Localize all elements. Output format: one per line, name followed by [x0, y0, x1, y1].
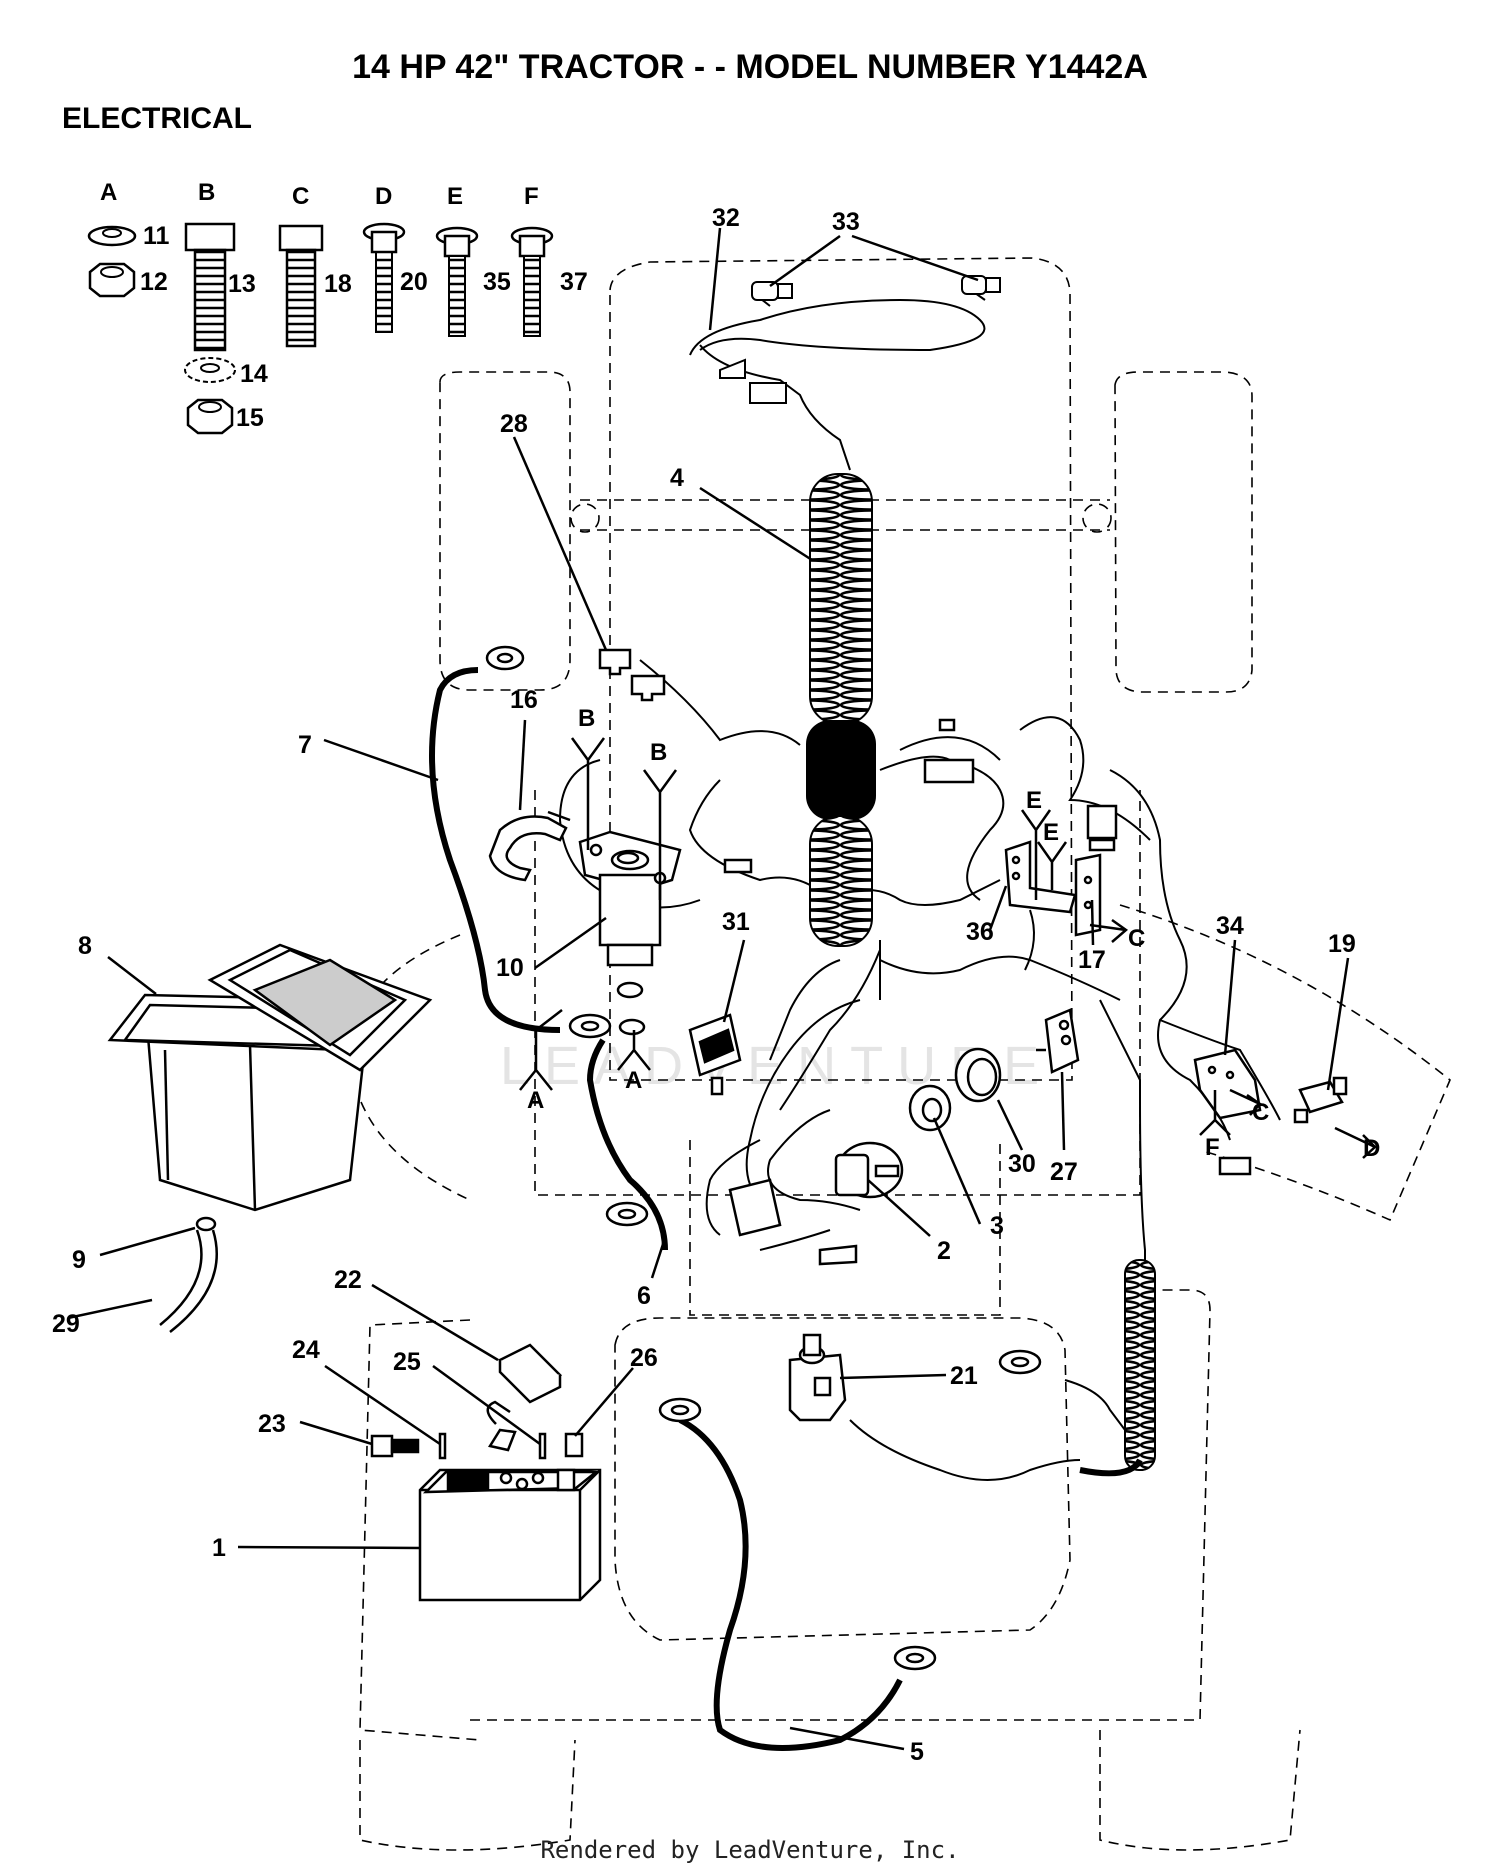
callout-17: 17 — [1078, 946, 1106, 974]
callout-24: 24 — [292, 1336, 320, 1364]
bracket-34 — [1193, 1048, 1262, 1176]
mount-letter: A — [527, 1087, 544, 1114]
bracket-17 — [1074, 853, 1102, 937]
part-number: 18 — [324, 270, 352, 298]
switch-21 — [788, 1333, 847, 1422]
switch-19 — [1293, 1076, 1348, 1124]
ignition-switch-2 — [728, 1141, 904, 1237]
screw-35 — [435, 226, 479, 337]
lock-washer-14 — [184, 357, 236, 383]
mount-letter: B — [578, 705, 595, 732]
battery-cables — [429, 667, 903, 1751]
rear-coil — [1079, 1259, 1156, 1477]
bolt-18 — [278, 224, 324, 348]
callout-19: 19 — [1328, 930, 1356, 958]
flat-washer-11 — [87, 225, 137, 247]
bolt-13 — [184, 222, 236, 352]
mount-letter: E — [1026, 787, 1042, 814]
cable-terminals — [485, 645, 1042, 1671]
lock-nut-15 — [186, 398, 234, 435]
connectors-28 — [598, 648, 1118, 874]
part-number: 37 — [560, 268, 588, 296]
page-title: 14 HP 42" TRACTOR - - MODEL NUMBER Y1442… — [352, 48, 1148, 86]
callout-2: 2 — [937, 1237, 951, 1265]
switch-31 — [688, 1013, 742, 1096]
part-number: 14 — [240, 360, 268, 388]
callout-4: 4 — [670, 464, 684, 492]
part-number: 11 — [143, 222, 170, 250]
callout-6: 6 — [637, 1282, 651, 1310]
part-number: 35 — [483, 268, 511, 296]
hardware-labels: A B C D E F 11 12 13 14 15 18 20 35 37 — [100, 179, 588, 432]
callout-3: 3 — [990, 1212, 1004, 1240]
wiring-harness — [558, 287, 1281, 1481]
hardware-letter: D — [375, 183, 392, 210]
callout-28: 28 — [500, 410, 528, 438]
nut-3 — [908, 1084, 952, 1132]
hardware-legend — [87, 222, 554, 435]
callout-16: 16 — [510, 686, 538, 714]
tractor-outline — [349, 257, 1451, 1851]
part-number: 12 — [140, 268, 168, 296]
mount-letter: A — [625, 1067, 642, 1094]
section-title: ELECTRICAL — [62, 102, 252, 135]
callout-21: 21 — [950, 1362, 978, 1390]
mount-letter: B — [650, 739, 667, 766]
hardware-letter: E — [447, 183, 463, 210]
callout-5: 5 — [910, 1738, 924, 1766]
drain-hose-29 — [159, 1216, 218, 1333]
callout-1: 1 — [212, 1534, 226, 1562]
hardware-letter: B — [198, 179, 215, 206]
callout-9: 9 — [72, 1246, 86, 1274]
screw-20 — [362, 222, 406, 333]
relay-27 — [1036, 1008, 1080, 1074]
part-number: 20 — [400, 268, 428, 296]
mount-symbols — [519, 737, 1377, 1159]
headlight-bulbs-33 — [751, 275, 1001, 301]
callout-8: 8 — [78, 932, 92, 960]
battery-1 — [418, 1468, 602, 1602]
mount-letter: C — [1252, 1099, 1269, 1126]
callout-10: 10 — [496, 954, 524, 982]
footer-credit: Rendered by LeadVenture, Inc. — [540, 1836, 960, 1864]
mount-letter: D — [1363, 1135, 1380, 1162]
callout-26: 26 — [630, 1344, 658, 1372]
screw-37 — [510, 226, 554, 337]
callout-25: 25 — [393, 1348, 421, 1376]
callout-31: 31 — [722, 908, 750, 936]
bezel-30 — [954, 1047, 1002, 1103]
callout-27: 27 — [1050, 1158, 1078, 1186]
callout-33: 33 — [832, 208, 860, 236]
battery-tray-8 — [107, 943, 433, 1212]
conduit-4 — [806, 473, 876, 947]
mount-letter-labels: B B A A E E C C F D — [527, 705, 1380, 1162]
hex-nut-12 — [88, 262, 136, 298]
bracket-36 — [1004, 840, 1077, 914]
callout-29: 29 — [52, 1310, 80, 1338]
part-number: 15 — [236, 404, 264, 432]
callout-34: 34 — [1216, 912, 1244, 940]
callout-7: 7 — [298, 731, 312, 759]
hardware-letter: F — [524, 183, 539, 210]
leader-lines — [67, 227, 1350, 1751]
hardware-letter: C — [292, 183, 309, 210]
mount-letter: C — [1128, 925, 1145, 952]
callout-22: 22 — [334, 1266, 362, 1294]
callout-labels: 1 2 3 4 5 6 7 8 9 10 16 17 19 21 22 23 2… — [52, 204, 1356, 1766]
callout-32: 32 — [712, 204, 740, 232]
mount-letter: F — [1205, 1134, 1220, 1161]
part-number: 13 — [228, 270, 256, 298]
solenoid-10 — [578, 830, 682, 967]
strap-16 — [488, 810, 571, 882]
hardware-letter: A — [100, 179, 117, 206]
callout-30: 30 — [1008, 1150, 1036, 1178]
callout-23: 23 — [258, 1410, 286, 1438]
callout-36: 36 — [966, 918, 994, 946]
mount-letter: E — [1043, 819, 1059, 846]
